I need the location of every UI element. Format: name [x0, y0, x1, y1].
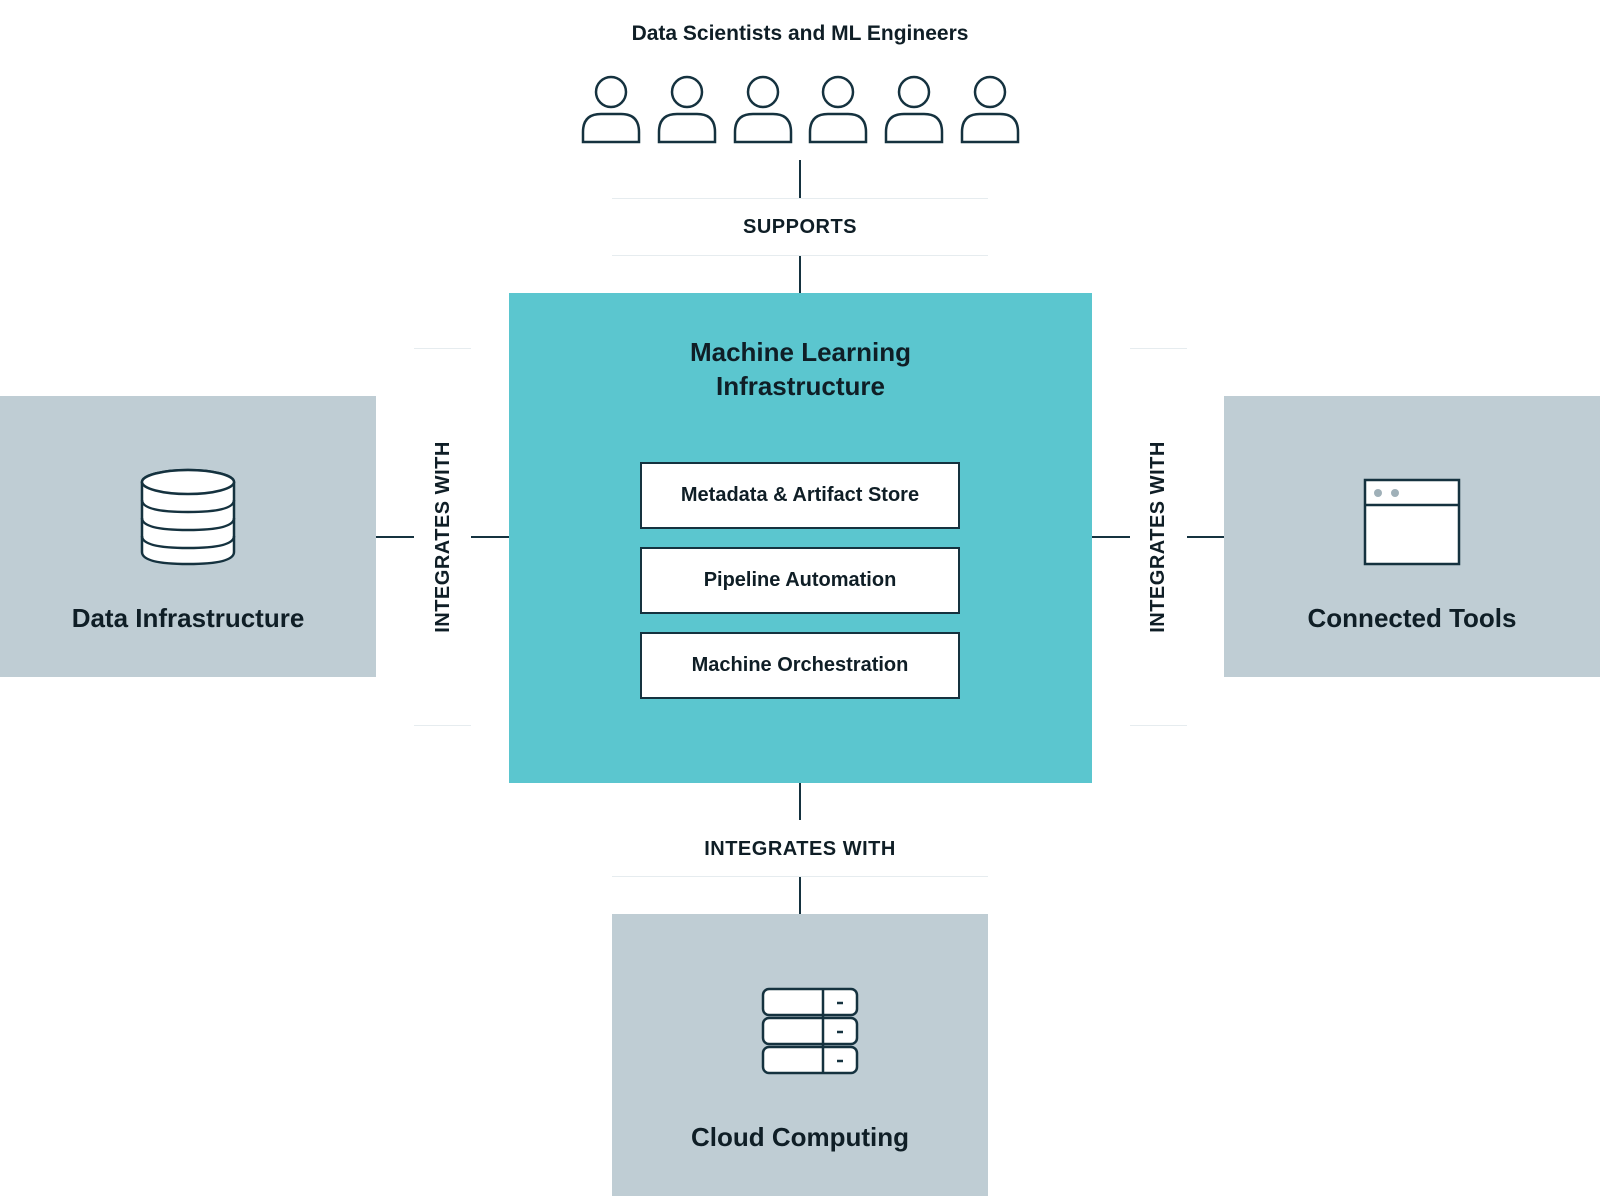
- top-connector-lower: [799, 256, 801, 293]
- right-divider-bottom: [1130, 725, 1187, 726]
- left-connector-outer: [376, 536, 414, 538]
- user-icon: [581, 75, 641, 144]
- cloud-computing-box: Cloud Computing: [612, 914, 988, 1196]
- left-divider-bottom: [414, 725, 471, 726]
- left-integrates-label: INTEGRATES WITH: [432, 441, 454, 633]
- right-divider-top: [1130, 348, 1187, 349]
- user-icon: [808, 75, 868, 144]
- right-connector-outer: [1187, 536, 1224, 538]
- users-title: Data Scientists and ML Engineers: [631, 22, 969, 45]
- server-stack-icon: [761, 987, 859, 1075]
- user-icon: [960, 75, 1020, 144]
- data-infrastructure-box: Data Infrastructure: [0, 396, 376, 677]
- bottom-divider: [612, 876, 988, 877]
- core-title-line1: Machine Learning: [689, 337, 912, 367]
- bottom-connector-lower: [799, 877, 801, 914]
- bottom-connector-upper: [799, 783, 801, 820]
- user-icon: [657, 75, 717, 144]
- bottom-integrates-label: INTEGRATES WITH: [704, 838, 896, 860]
- right-connector-inner: [1092, 536, 1130, 538]
- core-title-line2: Infrastructure: [715, 371, 886, 401]
- component-pipeline-automation: Pipeline Automation: [640, 547, 960, 614]
- database-icon: [140, 468, 236, 566]
- left-connector-inner: [471, 536, 509, 538]
- top-divider-upper: [612, 198, 988, 199]
- component-machine-orchestration: Machine Orchestration: [640, 632, 960, 699]
- top-connector-upper: [799, 160, 801, 198]
- right-integrates-label: INTEGRATES WITH: [1147, 441, 1169, 633]
- cloud-computing-title: Cloud Computing: [690, 1122, 910, 1152]
- user-icon: [884, 75, 944, 144]
- core-title: Machine Learning Infrastructure: [509, 335, 1092, 403]
- top-divider-lower: [612, 255, 988, 256]
- user-icon: [733, 75, 793, 144]
- data-infrastructure-title: Data Infrastructure: [71, 603, 305, 633]
- ml-infrastructure-box: Machine Learning Infrastructure Metadata…: [509, 293, 1092, 783]
- browser-window-icon: [1363, 478, 1461, 566]
- left-divider-top: [414, 348, 471, 349]
- connected-tools-box: Connected Tools: [1224, 396, 1600, 677]
- supports-label: SUPPORTS: [742, 216, 858, 238]
- component-metadata-store: Metadata & Artifact Store: [640, 462, 960, 529]
- connected-tools-title: Connected Tools: [1307, 603, 1517, 633]
